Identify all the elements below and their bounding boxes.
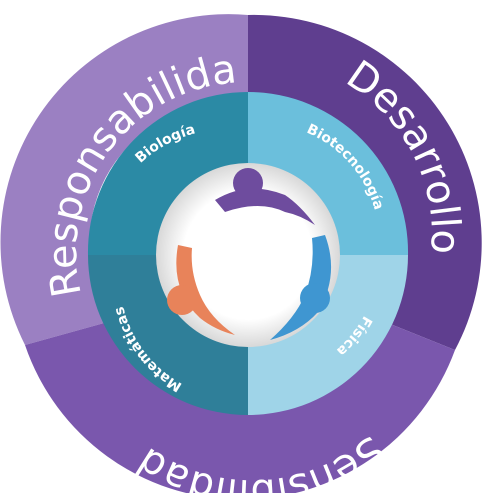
inner-segment-matematicas — [88, 255, 248, 415]
inner-segment-biotecnologia — [248, 92, 409, 255]
outer-segment-desarrollo — [248, 14, 482, 350]
outer-segment-responsabilidad — [0, 14, 248, 345]
inner-segment-fisica — [248, 255, 408, 415]
inner-segment-biologia — [87, 91, 249, 255]
people-circle-icon — [167, 168, 332, 340]
